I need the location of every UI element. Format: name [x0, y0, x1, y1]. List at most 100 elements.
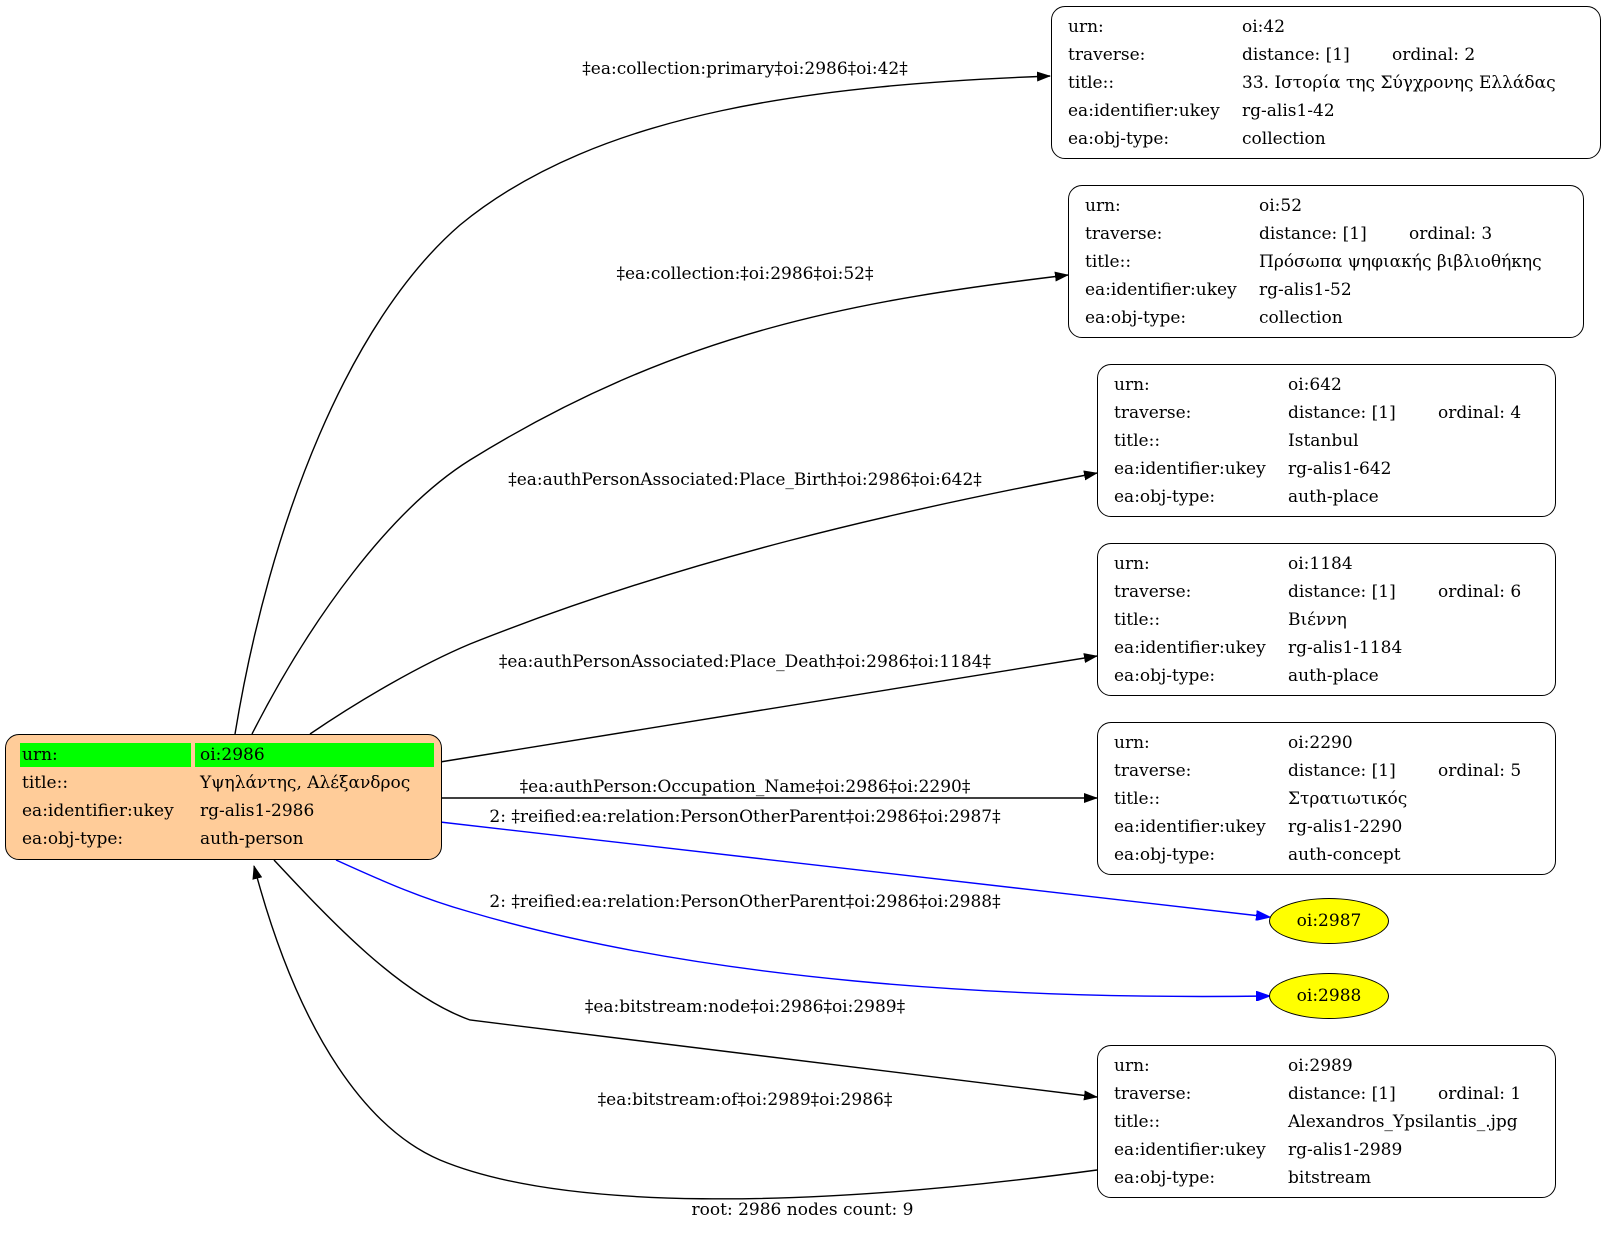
row-key: ea:obj-type: — [1085, 308, 1187, 328]
row-value: Στρατιωτικός — [1288, 789, 1408, 809]
node-oi-42[interactable]: urn: oi:42 traverse: distance: [1] ordinal:… — [1051, 6, 1601, 159]
edge-bitstream-of — [252, 865, 1098, 1200]
edge-label: ‡ea:bitstream:of‡oi:2989‡oi:2986‡ — [598, 1090, 893, 1110]
root-value-highlight — [195, 743, 434, 767]
row-value: oi:2989 — [1288, 1056, 1353, 1076]
row-key: title:: — [1114, 789, 1161, 809]
row-value-ordinal: ordinal: 6 — [1438, 582, 1522, 602]
row-value: Βιέννη — [1288, 610, 1347, 630]
row-value: rg-alis1-42 — [1242, 101, 1335, 121]
row-key: urn: — [22, 745, 58, 765]
row-key: traverse: — [1114, 761, 1192, 781]
row-value-ordinal: ordinal: 4 — [1438, 403, 1522, 423]
row-key: traverse: — [1068, 45, 1146, 65]
row-value: distance: [1] — [1288, 1084, 1396, 1104]
row-key: traverse: — [1114, 1084, 1192, 1104]
row-key: ea:identifier:ukey — [1114, 817, 1266, 837]
row-value: Υψηλάντης, Αλέξανδρος — [200, 773, 411, 793]
edge-other-parent-2987 — [439, 821, 1269, 917]
row-key: ea:identifier:ukey — [1114, 638, 1266, 658]
row-value: collection — [1259, 308, 1343, 328]
row-key: ea:obj-type: — [1114, 666, 1216, 686]
row-key: ea:identifier:ukey — [1068, 101, 1220, 121]
row-key: urn: — [1114, 733, 1150, 753]
row-key: urn: — [1085, 196, 1121, 216]
row-value: distance: [1] — [1259, 224, 1367, 244]
row-key: title:: — [22, 773, 69, 793]
row-value: distance: [1] — [1288, 403, 1396, 423]
row-key: ea:obj-type: — [1114, 845, 1216, 865]
row-key: title:: — [1114, 1112, 1161, 1132]
row-value: distance: [1] — [1288, 582, 1396, 602]
row-value: rg-alis1-1184 — [1288, 638, 1403, 658]
node-oi-2290[interactable]: urn: oi:2290 traverse: distance: [1] ordina… — [1097, 722, 1556, 875]
node-label: oi:2987 — [1296, 911, 1362, 931]
node-oi-2989[interactable]: urn:oi:2989 traverse:distance: [1]ordina… — [1097, 1045, 1556, 1198]
row-value: distance: [1] — [1242, 45, 1350, 65]
edge-label: 2: ‡reified:ea:relation:PersonOtherParen… — [489, 892, 1001, 912]
row-key: title:: — [1085, 252, 1132, 272]
root-node[interactable]: urn: oi:2986 title::Υψηλάντης, Αλέξανδρος… — [5, 734, 442, 860]
node-oi-2988[interactable]: oi:2988 — [1269, 973, 1389, 1019]
row-value: oi:52 — [1259, 196, 1303, 216]
edge-label: ‡ea:authPersonAssociated:Place_Death‡oi:… — [499, 652, 992, 672]
row-value: Istanbul — [1288, 431, 1359, 451]
row-value: auth-person — [200, 829, 304, 849]
row-key: urn: — [1114, 554, 1150, 574]
edge-other-parent-2988 — [335, 859, 1269, 996]
row-value: oi:642 — [1288, 375, 1342, 395]
row-value: collection — [1242, 129, 1326, 149]
row-key: traverse: — [1114, 403, 1192, 423]
row-key: ea:obj-type: — [1068, 129, 1170, 149]
row-key: title:: — [1114, 610, 1161, 630]
row-key: ea:identifier:ukey — [1085, 280, 1237, 300]
row-value: rg-alis1-2989 — [1288, 1140, 1403, 1160]
row-value-ordinal: ordinal: 3 — [1409, 224, 1493, 244]
node-oi-2987[interactable]: oi:2987 — [1269, 898, 1389, 944]
row-key: traverse: — [1085, 224, 1163, 244]
edge-collection — [251, 271, 1069, 735]
row-value: oi:2290 — [1288, 733, 1353, 753]
edge-place-death — [439, 653, 1098, 763]
row-key: urn: — [1114, 1056, 1150, 1076]
row-key: ea:obj-type: — [22, 829, 124, 849]
row-value: Πρόσωπα ψηφιακής βιβλιοθήκης — [1259, 252, 1542, 272]
row-value: auth-place — [1288, 487, 1379, 507]
node-oi-52[interactable]: urn: oi:52 traverse: distance: [1] ordinal:… — [1068, 185, 1584, 338]
node-label: oi:2988 — [1296, 986, 1362, 1006]
row-key: title:: — [1068, 73, 1115, 93]
row-key: title:: — [1114, 431, 1161, 451]
row-value: auth-place — [1288, 666, 1379, 686]
edge-label: ‡ea:authPersonAssociated:Place_Birth‡oi:… — [508, 470, 982, 490]
row-value: rg-alis1-2986 — [200, 801, 315, 821]
row-key: ea:obj-type: — [1114, 1168, 1216, 1188]
edge-collection-primary — [234, 71, 1051, 735]
row-value: auth-concept — [1288, 845, 1401, 865]
edge-label: ‡ea:collection:‡oi:2986‡oi:52‡ — [616, 264, 874, 284]
row-key: urn: — [1114, 375, 1150, 395]
row-value-ordinal: ordinal: 2 — [1392, 45, 1476, 65]
row-value: bitstream — [1288, 1168, 1372, 1188]
row-value: 33. Ιστορία της Σύγχρονης Ελλάδας — [1242, 73, 1556, 93]
edge-label: 2: ‡reified:ea:relation:PersonOtherParen… — [489, 807, 1001, 827]
row-value: rg-alis1-642 — [1288, 459, 1392, 479]
row-key: urn: — [1068, 17, 1104, 37]
row-value: distance: [1] — [1288, 761, 1396, 781]
edge-label: ‡ea:collection:primary‡oi:2986‡oi:42‡ — [582, 59, 908, 79]
row-value: oi:2986 — [200, 745, 265, 765]
row-value: oi:42 — [1242, 17, 1286, 37]
node-oi-642[interactable]: urn: oi:642 traverse: distance: [1] ordinal… — [1097, 364, 1556, 517]
edge-bitstream-node — [273, 859, 1098, 1101]
row-key: ea:identifier:ukey — [1114, 459, 1266, 479]
row-value-ordinal: ordinal: 5 — [1438, 761, 1522, 781]
node-oi-1184[interactable]: urn:oi:1184 traverse:distance: [1]ordina… — [1097, 543, 1556, 696]
edge-label: ‡ea:bitstream:node‡oi:2986‡oi:2989‡ — [585, 997, 906, 1017]
graph-footer: root: 2986 nodes count: 9 — [691, 1200, 914, 1220]
row-value: Alexandros_Ypsilantis_.jpg — [1288, 1112, 1518, 1132]
row-key: ea:obj-type: — [1114, 487, 1216, 507]
root-key-highlight — [20, 743, 191, 767]
edge-place-birth — [309, 470, 1098, 735]
row-value: rg-alis1-2290 — [1288, 817, 1403, 837]
row-key: ea:identifier:ukey — [22, 801, 174, 821]
